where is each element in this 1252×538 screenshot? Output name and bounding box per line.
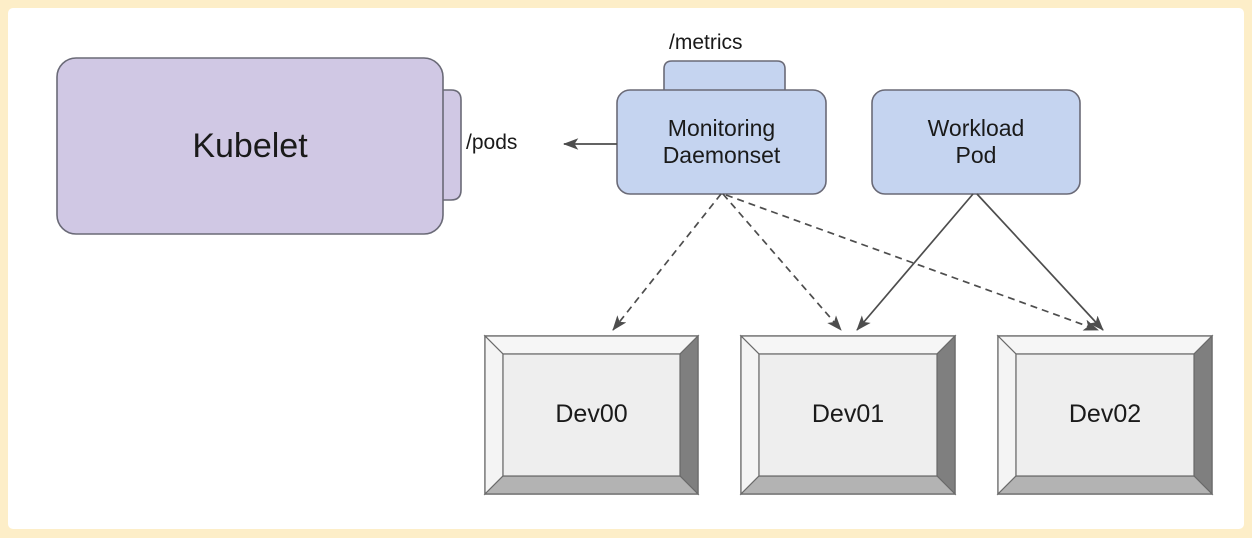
edge-workload-to-dev02 (976, 193, 1104, 331)
dev02-node (996, 334, 1214, 496)
edge-daemonset-to-dev02 (725, 194, 1099, 331)
dev00-node (483, 334, 700, 496)
monitoring-daemonset-node (616, 89, 827, 195)
workload-pod-node (871, 89, 1081, 195)
dev01-node (739, 334, 957, 496)
kubelet-node (56, 57, 444, 235)
edge-daemonset-to-dev01 (722, 193, 842, 331)
edge-daemonset-to-dev00 (612, 193, 722, 331)
diagram-shapes (56, 57, 1214, 496)
diagram-page: Kubelet Monitoring Daemonset Workload Po… (8, 8, 1244, 529)
edge-workload-to-dev01 (856, 193, 974, 331)
